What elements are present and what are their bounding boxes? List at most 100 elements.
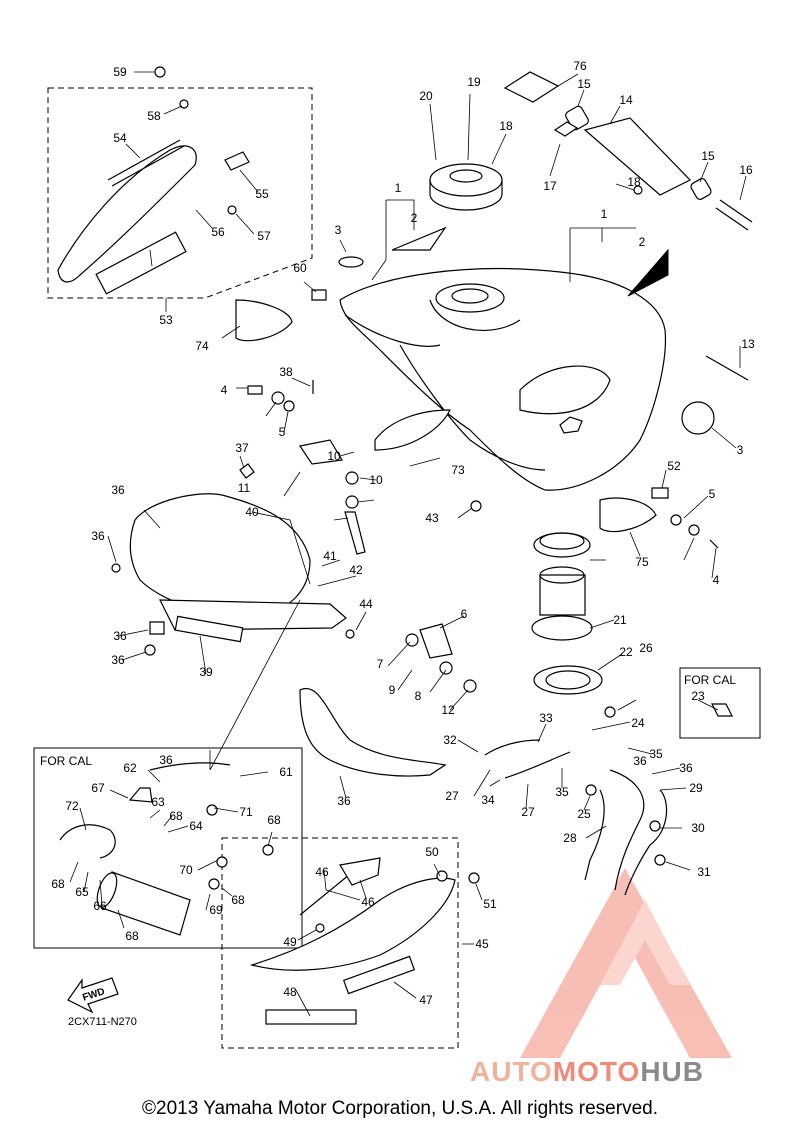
for-cal-label-left: FOR CAL xyxy=(40,754,92,768)
callout-42: 42 xyxy=(349,563,363,577)
callout-53: 53 xyxy=(159,313,173,327)
callout-17: 17 xyxy=(543,179,557,193)
callout-4: 4 xyxy=(221,383,228,397)
callout-68: 68 xyxy=(125,929,139,943)
watermark-logo xyxy=(520,868,732,1058)
callout-29: 29 xyxy=(689,781,703,795)
callout-21: 21 xyxy=(613,613,627,627)
callout-54: 54 xyxy=(113,131,127,145)
callout-8: 8 xyxy=(415,689,422,703)
callout-23: 23 xyxy=(691,689,705,703)
callout-15: 15 xyxy=(577,77,591,91)
callout-59: 59 xyxy=(113,65,127,79)
diagram-code: 2CX711-N270 xyxy=(68,1016,137,1028)
callout-43: 43 xyxy=(425,511,439,525)
callout-7: 7 xyxy=(377,657,384,671)
callout-5: 5 xyxy=(279,425,286,439)
watermark-part2: MOTO xyxy=(552,1056,641,1087)
decal-2-right xyxy=(627,248,669,297)
fuel-pump xyxy=(531,532,603,695)
callout-36: 36 xyxy=(633,754,647,768)
callout-16: 16 xyxy=(739,163,753,177)
callout-76: 76 xyxy=(573,59,587,73)
callout-13: 13 xyxy=(741,337,755,351)
callout-68: 68 xyxy=(169,809,183,823)
callout-62: 62 xyxy=(123,761,137,775)
for-cal-box-right xyxy=(679,667,761,739)
fwd-arrow-icon xyxy=(67,977,119,1014)
callout-27: 27 xyxy=(521,805,535,819)
callout-69: 69 xyxy=(209,903,223,917)
side-cover-group-box xyxy=(221,837,459,1049)
callout-4: 4 xyxy=(713,573,720,587)
callout-72: 72 xyxy=(65,799,79,813)
side-panel-left xyxy=(235,299,293,342)
callout-74: 74 xyxy=(195,339,209,353)
callout-68: 68 xyxy=(267,813,281,827)
seat-37 xyxy=(129,493,311,617)
callout-1: 1 xyxy=(601,207,608,221)
callout-10: 10 xyxy=(327,449,341,463)
callout-65: 65 xyxy=(75,885,89,899)
callout-1: 1 xyxy=(395,181,402,195)
callout-15: 15 xyxy=(701,149,715,163)
callout-39: 39 xyxy=(199,665,213,679)
watermark-part1: AUTO xyxy=(470,1056,553,1087)
callout-10: 10 xyxy=(369,473,383,487)
callout-37: 37 xyxy=(235,441,249,455)
seat-cowl-parts xyxy=(57,139,250,295)
hardware xyxy=(111,66,749,933)
fuel-tank xyxy=(339,268,667,491)
callout-28: 28 xyxy=(563,831,577,845)
callout-35: 35 xyxy=(555,785,569,799)
callout-46: 46 xyxy=(361,895,375,909)
callout-41: 41 xyxy=(323,549,337,563)
callout-47: 47 xyxy=(419,993,433,1007)
side-cover xyxy=(249,857,456,1025)
callout-58: 58 xyxy=(147,109,161,123)
label-81 xyxy=(503,71,560,103)
callout-36: 36 xyxy=(113,629,127,643)
copyright-notice: ©2013 Yamaha Motor Corporation, U.S.A. A… xyxy=(142,1098,658,1119)
watermark-text: AUTOMOTOHUB xyxy=(470,1056,704,1088)
callout-2: 2 xyxy=(639,235,646,249)
callout-70: 70 xyxy=(179,863,193,877)
callout-49: 49 xyxy=(283,935,297,949)
callout-50: 50 xyxy=(425,845,439,859)
callout-40: 40 xyxy=(245,505,259,519)
callout-35: 35 xyxy=(649,747,663,761)
callout-20: 20 xyxy=(419,89,433,103)
callout-36: 36 xyxy=(111,653,125,667)
fuel-cap xyxy=(429,163,503,211)
callout-73: 73 xyxy=(451,463,465,477)
callout-48: 48 xyxy=(283,985,297,999)
emblem-left xyxy=(338,256,364,268)
callout-67: 67 xyxy=(91,781,105,795)
callout-61: 61 xyxy=(279,765,293,779)
watermark-part3: HUB xyxy=(640,1056,704,1087)
decal-2-left xyxy=(391,226,447,251)
callout-56: 56 xyxy=(211,225,225,239)
callout-36: 36 xyxy=(159,753,173,767)
callout-18: 18 xyxy=(627,175,641,189)
callout-26: 26 xyxy=(639,641,653,655)
seat-cowl-group-box xyxy=(47,87,313,299)
callout-19: 19 xyxy=(467,75,481,89)
callout-46: 46 xyxy=(315,865,329,879)
damper-44 xyxy=(174,615,244,643)
callout-2: 2 xyxy=(411,211,418,225)
callout-36: 36 xyxy=(679,761,693,775)
callout-18: 18 xyxy=(499,119,513,133)
callout-45: 45 xyxy=(475,937,489,951)
callout-3: 3 xyxy=(335,223,342,237)
callout-31: 31 xyxy=(697,865,711,879)
callout-9: 9 xyxy=(389,683,396,697)
callout-14: 14 xyxy=(619,93,633,107)
callout-63: 63 xyxy=(151,795,165,809)
canister-72 xyxy=(59,762,231,936)
callout-68: 68 xyxy=(231,893,245,907)
callout-38: 38 xyxy=(279,365,293,379)
callout-6: 6 xyxy=(461,607,468,621)
callout-68: 68 xyxy=(51,877,65,891)
